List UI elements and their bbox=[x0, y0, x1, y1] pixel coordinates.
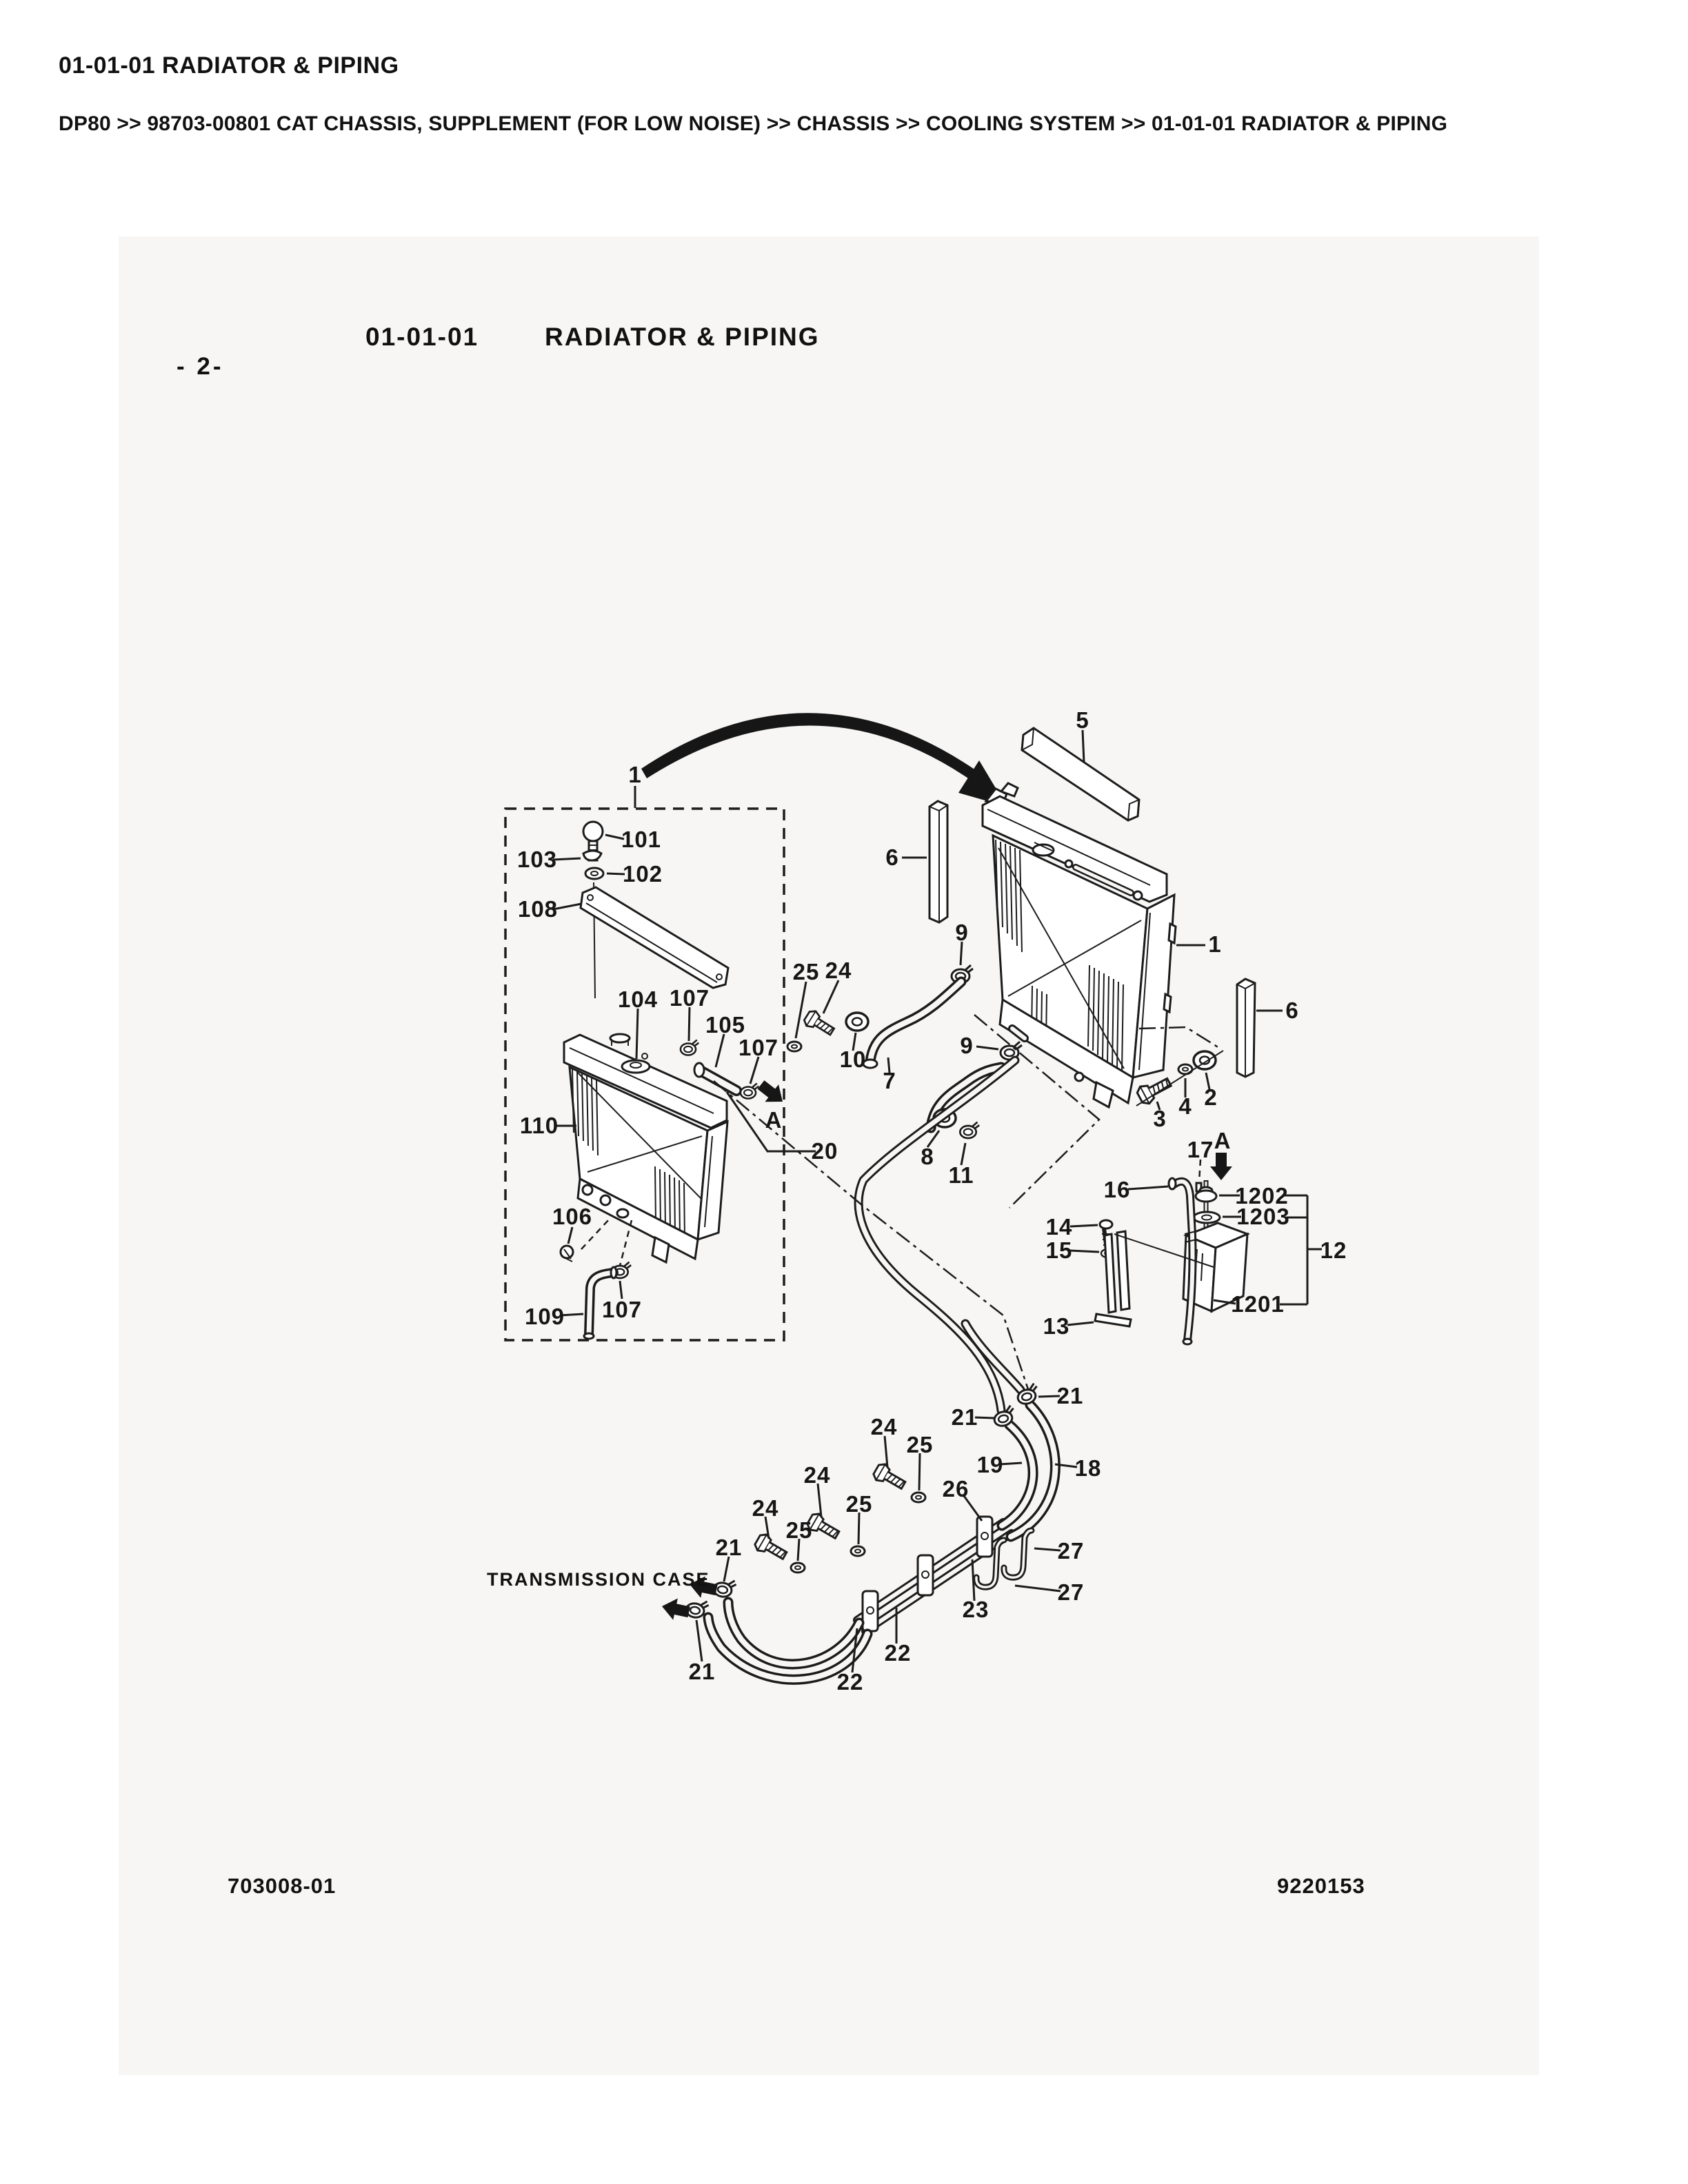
callout-label: 10 bbox=[839, 1046, 867, 1072]
callout-label: 9 bbox=[955, 920, 969, 945]
callout-label: 11 bbox=[948, 1162, 974, 1188]
breadcrumb: DP80 >> 98703-00801 CAT CHASSIS, SUPPLEM… bbox=[59, 112, 1448, 135]
callout-label: 24 bbox=[870, 1414, 898, 1439]
callout-label: 25 bbox=[845, 1491, 873, 1517]
callout-label: 9 bbox=[960, 1033, 974, 1058]
callout-label: 8 bbox=[921, 1144, 934, 1169]
callout-label: 24 bbox=[825, 958, 852, 983]
diagram-section-title: RADIATOR & PIPING bbox=[545, 323, 820, 351]
callout-label: 15 bbox=[1045, 1237, 1073, 1263]
callout-label: 20 bbox=[811, 1138, 838, 1164]
callout-label: 7 bbox=[883, 1068, 896, 1093]
callout-label: 24 bbox=[752, 1495, 779, 1521]
callout-label: 1201 bbox=[1231, 1291, 1285, 1317]
callout-label: 22 bbox=[884, 1640, 912, 1666]
callout-label: A bbox=[1214, 1128, 1232, 1153]
footer-document-number: 9220153 bbox=[1277, 1874, 1365, 1898]
callout-label: 23 bbox=[962, 1597, 989, 1622]
page-title: 01-01-01 RADIATOR & PIPING bbox=[59, 52, 399, 79]
callout-label: 5 bbox=[1076, 707, 1089, 733]
callout-label: 27 bbox=[1057, 1538, 1085, 1564]
callout-label: 21 bbox=[1056, 1383, 1084, 1408]
callout-label: 107 bbox=[601, 1297, 643, 1322]
diagram-page-number: - 2- bbox=[177, 353, 224, 380]
callout-label: 6 bbox=[885, 845, 899, 870]
callout-label: 21 bbox=[715, 1535, 743, 1560]
callout-label: 16 bbox=[1103, 1177, 1131, 1202]
callout-label: 21 bbox=[688, 1659, 716, 1684]
diagram-section-code: 01-01-01 bbox=[365, 323, 479, 351]
callout-label: 26 bbox=[942, 1476, 969, 1502]
callout-label: 104 bbox=[617, 987, 659, 1012]
callout-label: 2 bbox=[1204, 1084, 1218, 1110]
callout-label: 18 bbox=[1074, 1455, 1102, 1481]
callout-label: 19 bbox=[976, 1452, 1004, 1477]
callout-label: 103 bbox=[516, 847, 558, 872]
callout-label: 25 bbox=[792, 959, 820, 984]
callout-label: A bbox=[765, 1107, 783, 1133]
callout-label: 21 bbox=[951, 1404, 978, 1430]
callout-label: 1203 bbox=[1236, 1204, 1290, 1229]
callout-label: 13 bbox=[1043, 1313, 1070, 1339]
callout-label: 1202 bbox=[1235, 1183, 1289, 1209]
callout-label: 24 bbox=[803, 1462, 831, 1488]
callout-label: 1 bbox=[1208, 931, 1222, 957]
callout-label: 22 bbox=[836, 1669, 864, 1695]
callout-label: 25 bbox=[785, 1517, 813, 1543]
callout-label: 3 bbox=[1153, 1106, 1167, 1131]
callout-label: 4 bbox=[1178, 1093, 1192, 1119]
callout-label: 27 bbox=[1057, 1579, 1085, 1605]
callout-label: 6 bbox=[1285, 998, 1299, 1023]
callout-label: 25 bbox=[906, 1432, 934, 1457]
callout-label: 14 bbox=[1045, 1214, 1073, 1240]
callout-label: 101 bbox=[621, 827, 662, 852]
scanned-diagram-sheet bbox=[119, 236, 1539, 2075]
callout-label: 108 bbox=[517, 896, 559, 922]
callout-label: 107 bbox=[669, 985, 710, 1011]
callout-label: 102 bbox=[622, 861, 663, 887]
callout-label: 17 bbox=[1187, 1137, 1214, 1162]
footer-drawing-number: 703008-01 bbox=[228, 1874, 336, 1898]
callout-label: 1 bbox=[628, 762, 642, 787]
transmission-case-label: TRANSMISSION CASE bbox=[487, 1569, 710, 1590]
callout-label: 106 bbox=[552, 1204, 593, 1229]
callout-label: 110 bbox=[519, 1113, 559, 1138]
callout-label: 105 bbox=[705, 1012, 746, 1038]
callout-label: 107 bbox=[738, 1035, 779, 1060]
callout-label: 109 bbox=[524, 1304, 565, 1329]
callout-label: 12 bbox=[1320, 1237, 1347, 1263]
